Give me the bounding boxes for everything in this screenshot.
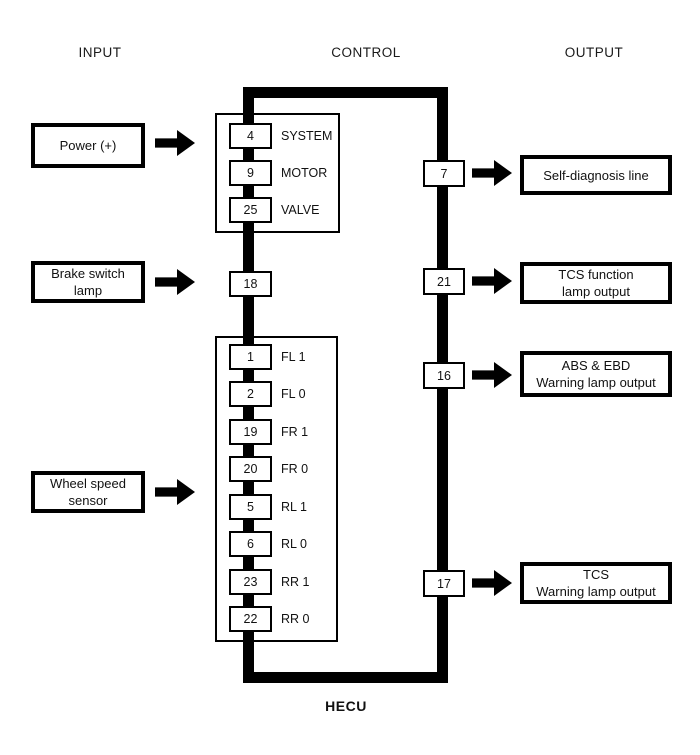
pin-row-6: 6 RL 0 bbox=[229, 531, 307, 557]
arrow-pin7-to-self-diagnosis bbox=[472, 160, 512, 186]
pin-25-box: 25 bbox=[229, 197, 272, 223]
pin-row-22: 22 RR 0 bbox=[229, 606, 309, 632]
pin-22-box: 22 bbox=[229, 606, 272, 632]
pin-17-box: 17 bbox=[423, 570, 465, 597]
pin-1-box: 1 bbox=[229, 344, 272, 370]
pin-row-25: 25 VALVE bbox=[229, 197, 319, 223]
pin-1-label: FL 1 bbox=[281, 350, 306, 364]
pin-22-label: RR 0 bbox=[281, 612, 310, 626]
arrow-brake-to-hecu bbox=[155, 269, 195, 295]
pin-row-20: 20 FR 0 bbox=[229, 456, 308, 482]
pin-21-box: 21 bbox=[423, 268, 465, 295]
output-tcs-function-line2: lamp output bbox=[562, 284, 630, 299]
input-box-brake-label-line1: Brake switch bbox=[51, 266, 125, 281]
pin-6-label: RL 0 bbox=[281, 537, 307, 551]
pin-23-box: 23 bbox=[229, 569, 272, 595]
arrow-pin21-to-tcs-function bbox=[472, 268, 512, 294]
output-column-header: OUTPUT bbox=[564, 45, 624, 60]
pin-20-label: FR 0 bbox=[281, 462, 309, 476]
pin-2-box: 2 bbox=[229, 381, 272, 407]
output-box-self-diagnosis: Self-diagnosis line bbox=[520, 155, 672, 195]
input-box-wheel-label-line1: Wheel speed bbox=[50, 476, 126, 491]
input-box-wheel-label-line2: sensor bbox=[68, 493, 108, 508]
output-tcs-warning-line1: TCS bbox=[583, 567, 609, 582]
output-box-tcs-warning-lamp: TCS Warning lamp output bbox=[520, 562, 672, 604]
pin-5-box: 5 bbox=[229, 494, 272, 520]
input-box-brake-switch-lamp: Brake switch lamp bbox=[31, 261, 145, 303]
pin-row-5: 5 RL 1 bbox=[229, 494, 307, 520]
arrow-power-to-hecu bbox=[155, 130, 195, 156]
pin-19-box: 19 bbox=[229, 419, 272, 445]
pin-7-box: 7 bbox=[423, 160, 465, 187]
pin-19-label: FR 1 bbox=[281, 425, 309, 439]
output-self-diagnosis-label: Self-diagnosis line bbox=[543, 167, 649, 183]
input-box-wheel-speed-sensor: Wheel speed sensor bbox=[31, 471, 145, 513]
arrow-pin17-to-tcs-warning bbox=[472, 570, 512, 596]
input-box-brake-label-line2: lamp bbox=[73, 283, 103, 298]
pin-23-label: RR 1 bbox=[281, 575, 310, 589]
arrow-wheel-to-hecu bbox=[155, 479, 195, 505]
input-box-power-label: Power (+) bbox=[59, 138, 117, 153]
output-tcs-function-line1: TCS function bbox=[558, 267, 634, 282]
output-abs-ebd-line1: ABS & EBD bbox=[561, 358, 631, 373]
pin-16-box: 16 bbox=[423, 362, 465, 389]
input-column-header: INPUT bbox=[78, 45, 122, 60]
arrow-pin16-to-abs-ebd bbox=[472, 362, 512, 388]
output-abs-ebd-line2: Warning lamp output bbox=[536, 375, 656, 390]
pin-4-label: SYSTEM bbox=[281, 129, 333, 143]
pin-row-23: 23 RR 1 bbox=[229, 569, 309, 595]
pin-9-box: 9 bbox=[229, 160, 272, 186]
output-tcs-warning-line2: Warning lamp output bbox=[536, 584, 656, 599]
input-box-power: Power (+) bbox=[31, 123, 145, 168]
pin-6-box: 6 bbox=[229, 531, 272, 557]
pin-row-19: 19 FR 1 bbox=[229, 419, 308, 445]
hecu-title: HECU bbox=[325, 698, 367, 714]
wheel-speed-pin-group-rect bbox=[215, 336, 338, 642]
power-pin-group-rect bbox=[215, 113, 340, 233]
pin-9-label: MOTOR bbox=[281, 166, 328, 180]
output-box-tcs-function-lamp: TCS function lamp output bbox=[520, 262, 672, 304]
pin-row-1: 1 FL 1 bbox=[229, 344, 306, 370]
pin-row-4: 4 SYSTEM bbox=[229, 123, 332, 149]
control-column-header: CONTROL bbox=[331, 45, 401, 60]
pin-2-label: FL 0 bbox=[281, 387, 306, 401]
pin-row-2: 2 FL 0 bbox=[229, 381, 306, 407]
pin-25-label: VALVE bbox=[281, 203, 320, 217]
pin-20-box: 20 bbox=[229, 456, 272, 482]
pin-5-label: RL 1 bbox=[281, 500, 307, 514]
pin-row-9: 9 MOTOR bbox=[229, 160, 327, 186]
pin-4-box: 4 bbox=[229, 123, 272, 149]
output-box-abs-ebd-warning-lamp: ABS & EBD Warning lamp output bbox=[520, 351, 672, 397]
pin-18-box: 18 bbox=[229, 271, 272, 297]
pin-row-18: 18 bbox=[229, 271, 272, 297]
